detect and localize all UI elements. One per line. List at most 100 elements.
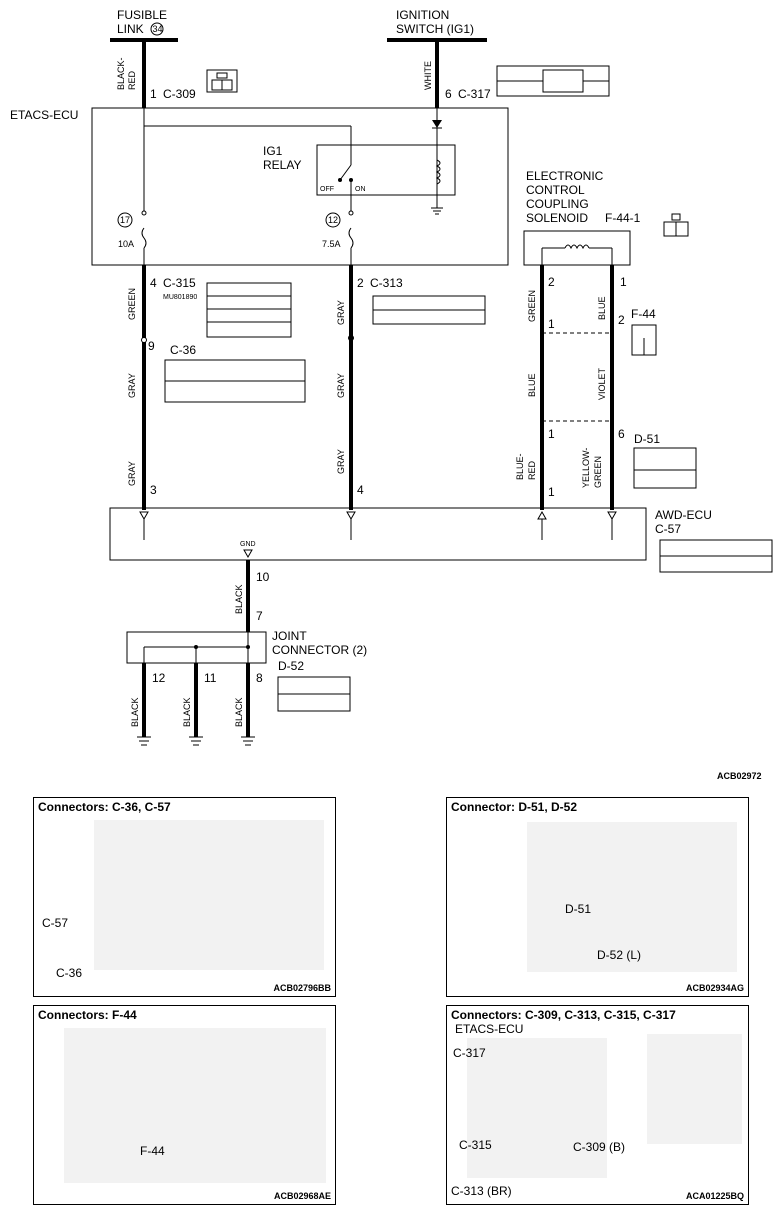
panel-title-c36-c57: Connectors: C-36, C-57	[38, 800, 171, 814]
f44-1-connector-icon	[663, 213, 689, 237]
solenoid-label-4: SOLENOID	[526, 211, 588, 225]
c315-label: C-315	[163, 276, 196, 290]
gnd-pin-10: 10	[256, 570, 270, 584]
wire-label-blue-2: BLUE	[597, 296, 607, 320]
etacs-ecu-illustration	[467, 1038, 607, 1178]
panel-title-d51-d52: Connector: D-51, D-52	[451, 800, 578, 814]
fuse17-number: 17	[120, 215, 130, 225]
wire-label-black-red-1: BLACK-	[116, 57, 126, 90]
solenoid-pin-1: 1	[620, 275, 627, 289]
c309-connector-icon	[206, 69, 238, 93]
callout-d51: D-51	[565, 902, 592, 916]
fusible-link-number-circle	[150, 22, 164, 36]
joint-connector-label-2: CONNECTOR (2)	[272, 643, 367, 657]
callout-c317: C-317	[453, 1046, 486, 1060]
panel-connectors-c36-c57: Connectors: C-36, C-57 C-57 C-36 ACB0279…	[33, 797, 336, 997]
callout-d52: D-52 (L)	[597, 948, 642, 962]
relay-switch-contact	[339, 164, 352, 181]
jc-pin-7: 7	[256, 609, 263, 623]
circuit-diagram: FUSIBLE LINK 34 IGNITION SWITCH (IG1) BL…	[10, 8, 773, 781]
c309-pin: 1	[150, 87, 157, 101]
panel-title-etacs: Connectors: C-309, C-313, C-315, C-317	[451, 1008, 676, 1022]
diagram-code: ACB02972	[717, 771, 762, 781]
wire-label-black-red-2: RED	[127, 70, 137, 90]
dash-location-illustration	[647, 1034, 742, 1144]
panel-code-p3: ACB02968AE	[273, 1191, 331, 1201]
fusible-link-label-1: FUSIBLE	[117, 8, 167, 22]
fusible-link-number: 34	[153, 24, 163, 34]
fuse12-rating: 7.5A	[322, 239, 341, 249]
c313-connector-icon	[372, 295, 486, 325]
wire-label-black-3: BLACK	[182, 697, 192, 727]
c309-label: C-309	[163, 87, 196, 101]
wire-label-white: WHITE	[423, 61, 433, 90]
panel-code-p4: ACA01225BQ	[685, 1191, 744, 1201]
c313-label: C-313	[370, 276, 403, 290]
d51-label: D-51	[634, 432, 660, 446]
d51-pin-6: 6	[618, 427, 625, 441]
c317-label: C-317	[458, 87, 491, 101]
jc-pin-12: 12	[152, 671, 166, 685]
d51-connector-icon	[633, 447, 697, 489]
c313-pin: 2	[357, 276, 364, 290]
panel-code-p1: ACB02796BB	[273, 983, 331, 993]
wire-label-yellow-green-2: GREEN	[593, 456, 603, 488]
jc-pin-11: 11	[204, 671, 217, 685]
awd-output-arrow	[537, 510, 547, 520]
fuse17-number-circle	[117, 212, 133, 228]
fuse12-icon	[348, 227, 354, 249]
gnd-label: GND	[240, 541, 256, 548]
c57-pin-4: 4	[357, 483, 364, 497]
panel-connectors-d51-d52: Connector: D-51, D-52 D-51 D-52 (L) ACB0…	[446, 797, 749, 997]
ground-icon-3	[241, 736, 255, 746]
rear-wheel-illustration	[527, 822, 737, 972]
awd-input-arrow-1	[139, 511, 149, 521]
ig1-relay-label-2: RELAY	[263, 158, 301, 172]
wire-label-green-2: GREEN	[527, 290, 537, 322]
fuse12-number-circle	[325, 212, 341, 228]
fuse17-icon	[141, 227, 147, 249]
panel-connectors-etacs: Connectors: C-309, C-313, C-315, C-317 E…	[446, 1005, 749, 1205]
c315-part-number: MU801890	[163, 294, 197, 301]
relay-on-label: ON	[355, 186, 366, 193]
etacs-ecu-label: ETACS-ECU	[10, 108, 78, 122]
wire-label-gray-5: GRAY	[336, 449, 346, 474]
wire-label-black-4: BLACK	[234, 697, 244, 727]
wire-label-green: GREEN	[127, 288, 137, 320]
dashboard-illustration	[94, 820, 324, 970]
wire-label-black-1: BLACK	[234, 584, 244, 614]
wire-label-yellow-green-1: YELLOW-	[581, 448, 591, 488]
ignition-switch-label-2: SWITCH (IG1)	[396, 22, 474, 36]
callout-c313: C-313 (BR)	[451, 1184, 512, 1198]
panel-subtitle-etacs: ETACS-ECU	[455, 1022, 524, 1036]
c57-label: C-57	[655, 522, 681, 536]
solenoid-label-2: CONTROL	[526, 183, 585, 197]
callout-f44: F-44	[140, 1144, 165, 1158]
ground-icon-1	[137, 736, 151, 746]
wire-label-violet: VIOLET	[597, 367, 607, 400]
c315-pin: 4	[150, 276, 157, 290]
fuse17-rating: 10A	[118, 239, 134, 249]
wire-label-black-2: BLACK	[130, 697, 140, 727]
ignition-switch-label-1: IGNITION	[396, 8, 449, 22]
wire-label-gray-4: GRAY	[336, 373, 346, 398]
wire-label-blue-red-1: BLUE-	[515, 453, 525, 480]
awd-ecu-label: AWD-ECU	[655, 508, 712, 522]
solenoid-coil-icon	[564, 244, 590, 250]
fusible-link-label-2: LINK	[117, 22, 144, 36]
solenoid-label-1: ELECTRONIC	[526, 169, 604, 183]
c317-pin: 6	[445, 87, 452, 101]
d51-pin-1: 1	[548, 427, 555, 441]
callout-c309: C-309 (B)	[573, 1140, 626, 1154]
wire-label-gray-1: GRAY	[127, 373, 137, 398]
callout-c57: C-57	[42, 916, 69, 930]
etacs-ecu-box	[91, 107, 509, 266]
f44-pin-1: 1	[548, 317, 555, 331]
c57-pin-3: 3	[150, 483, 157, 497]
d52-label: D-52	[278, 659, 304, 673]
panel-connectors-f44: Connectors: F-44 F-44 ACB02968AE	[33, 1005, 336, 1205]
c315-connector-icon	[206, 282, 292, 338]
awd-input-arrow-2	[346, 511, 356, 521]
jc-pin-8: 8	[256, 671, 263, 685]
